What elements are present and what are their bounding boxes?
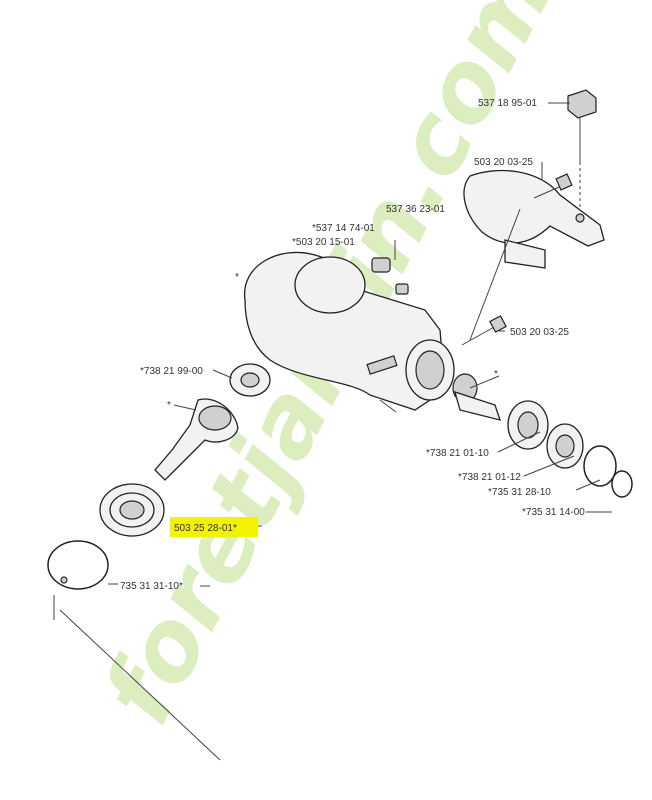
- bearing-large: [99, 483, 165, 537]
- part-label-537-14-74-01: *537 14 74-01: [312, 223, 375, 234]
- part-label-735-31-28-10: *735 31 28-10: [488, 487, 551, 498]
- part-label-735-31-31-10: 735 31 31-10*: [120, 581, 183, 592]
- part-label-503-20-03-25-top: 503 20 03-25: [474, 157, 533, 168]
- part-label-537-36-23-01: 537 36 23-01: [386, 204, 445, 215]
- part-label-537-18-95-01: 537 18 95-01: [478, 98, 537, 109]
- bolt-lower: [461, 315, 507, 346]
- leader-lines: [53, 102, 612, 761]
- part-label-503-20-15-01: *503 20 15-01: [292, 237, 355, 248]
- output-shaft: [452, 373, 633, 498]
- part-label-738-21-01-10: *738 21 01-10: [426, 448, 489, 459]
- pinion-gear: [154, 398, 239, 481]
- part-label-738-21-01-12: *738 21 01-12: [458, 472, 521, 483]
- plug-screw: [371, 257, 409, 295]
- part-label-asterisk-housing: *: [235, 272, 239, 283]
- part-label-asterisk-shaft: *: [494, 369, 498, 380]
- part-label-503-20-03-25-lower: 503 20 03-25: [510, 327, 569, 338]
- part-label-738-21-99-00: *738 21 99-00: [140, 366, 203, 377]
- top-bolt: [567, 89, 597, 228]
- clamp-part: [463, 169, 605, 269]
- gear-housing: [244, 251, 455, 413]
- bolt-upper: [533, 173, 573, 199]
- snap-ring: [47, 540, 109, 590]
- bearing-small: [229, 363, 271, 397]
- part-label-asterisk-pinion: *: [167, 400, 171, 411]
- part-label-735-31-14-00: *735 31 14-00: [522, 507, 585, 518]
- highlight-box: [170, 517, 258, 537]
- part-labels: 537 18 95-01 503 20 03-25 537 36 23-01 *…: [120, 98, 585, 592]
- part-label-503-25-28-01: 503 25 28-01*: [174, 523, 237, 534]
